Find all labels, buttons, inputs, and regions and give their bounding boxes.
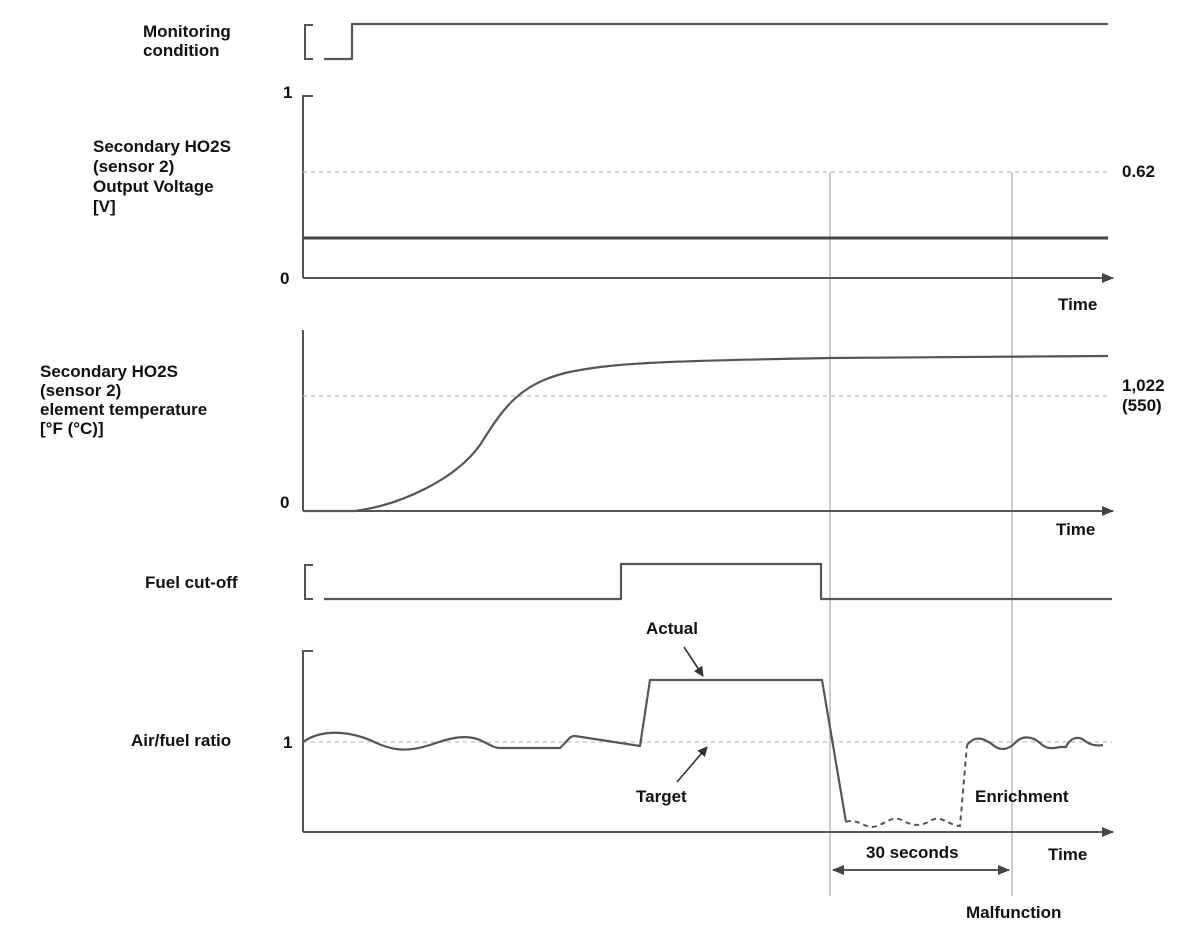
temperature-axis-zero-label: 0 [280, 493, 289, 512]
interval-label: 30 seconds [866, 843, 959, 862]
monitoring-signal-trace [324, 22, 1108, 61]
output-voltage-row: Secondary HO2S (sensor 2) Output Voltage… [93, 83, 1155, 314]
temperature-threshold-label-c: (550) [1122, 396, 1162, 415]
voltage-label-line-2: (sensor 2) [93, 157, 174, 176]
air-fuel-recovered-trace [966, 736, 1104, 750]
voltage-y-axis [302, 95, 313, 278]
voltage-axis-zero-label: 0 [280, 269, 289, 288]
element-temperature-row: Secondary HO2S (sensor 2) element temper… [40, 330, 1165, 539]
fuel-cut-off-label: Fuel cut-off [145, 573, 238, 592]
monitoring-condition-row: Monitoring condition [143, 22, 1108, 61]
temperature-signal-trace [303, 354, 1109, 513]
air-fuel-enrichment-trace-dashed [845, 744, 968, 829]
temperature-threshold-label-f: 1,022 [1122, 376, 1165, 395]
monitoring-bracket [304, 24, 313, 60]
voltage-label-line-4: [V] [93, 197, 116, 216]
temperature-label-line-3: element temperature [40, 400, 207, 419]
air-fuel-ratio-row: Air/fuel ratio 1 Actual Target Enrichmen… [131, 619, 1114, 922]
monitoring-label-line-2: condition [143, 41, 219, 60]
target-label: Target [636, 787, 687, 806]
actual-pointer-arrow [683, 646, 704, 677]
fuel-cut-off-bracket [304, 564, 313, 600]
air-fuel-y-axis [302, 650, 313, 832]
actual-label: Actual [646, 619, 698, 638]
temperature-label-line-1: Secondary HO2S [40, 362, 178, 381]
malfunction-label: Malfunction [966, 903, 1061, 922]
air-fuel-ratio-label: Air/fuel ratio [131, 731, 231, 750]
air-fuel-time-label: Time [1048, 845, 1087, 864]
monitoring-label-line-1: Monitoring [143, 22, 231, 41]
enrichment-label: Enrichment [975, 787, 1069, 806]
temperature-label-line-4: [°F (°C)] [40, 419, 104, 438]
voltage-label-line-3: Output Voltage [93, 177, 214, 196]
temperature-label-line-2: (sensor 2) [40, 381, 121, 400]
air-fuel-actual-trace [302, 678, 848, 823]
voltage-label-line-1: Secondary HO2S [93, 137, 231, 156]
voltage-threshold-label: 0.62 [1122, 162, 1155, 181]
temperature-time-label: Time [1056, 520, 1095, 539]
voltage-time-label: Time [1058, 295, 1097, 314]
fuel-cut-off-signal-trace [324, 562, 1112, 601]
target-pointer-arrow [676, 746, 708, 783]
voltage-axis-top-label: 1 [283, 83, 292, 102]
air-fuel-axis-value-label: 1 [283, 733, 292, 752]
fuel-cut-off-row: Fuel cut-off [145, 562, 1112, 601]
